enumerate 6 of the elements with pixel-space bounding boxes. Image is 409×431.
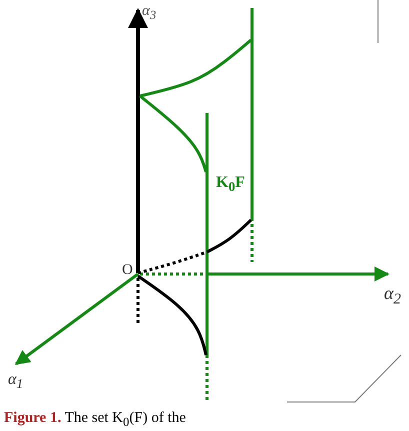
figure-caption: Figure 1. The set K$_{0}$(F) of the: [4, 410, 186, 430]
variable-label: α$_{3}$: [142, 4, 156, 22]
variable-label: α$_{1}$: [8, 372, 24, 391]
variable-label: α$_{2}$: [384, 284, 401, 308]
curve-label: K$_{0}$F: [216, 175, 245, 194]
origin-label: O: [122, 263, 133, 278]
